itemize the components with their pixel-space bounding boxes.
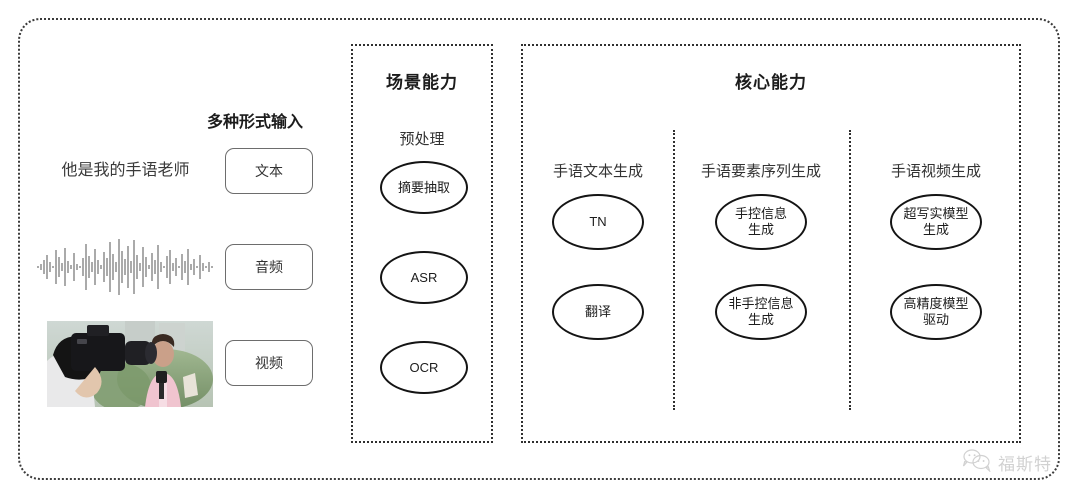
scene-capability-panel: 场景能力 预处理 摘要抽取 ASR OCR bbox=[351, 44, 493, 443]
core-column-sign-element-sequence-generation: 手语要素序列生成 手控信息 生成 非手控信息 生成 bbox=[673, 46, 849, 441]
watermark-label: 福斯特 bbox=[998, 455, 1052, 474]
input-type-button-audio[interactable]: 音频 bbox=[225, 244, 313, 290]
wechat-bubbles-svg bbox=[962, 449, 991, 474]
core-column-divider-1 bbox=[673, 130, 675, 410]
video-thumbnail-icon bbox=[47, 321, 213, 407]
input-type-label: 视频 bbox=[255, 355, 283, 371]
watermark: 福斯特 bbox=[961, 448, 1052, 477]
sample-text-value: 他是我的手语老师 bbox=[61, 162, 190, 179]
scene-node-summary-extraction[interactable]: 摘要抽取 bbox=[380, 161, 468, 214]
wechat-chat-bubbles-icon bbox=[961, 448, 991, 477]
core-node-manual-signal-generation[interactable]: 手控信息 生成 bbox=[715, 194, 807, 250]
scene-node-ocr[interactable]: OCR bbox=[380, 341, 468, 394]
core-node-photorealistic-model-generation[interactable]: 超写实模型 生成 bbox=[890, 194, 982, 250]
core-column-sign-text-generation: 手语文本生成 TN 翻译 bbox=[523, 46, 673, 441]
video-thumbnail-svg bbox=[47, 321, 213, 407]
waveform-svg bbox=[37, 239, 213, 295]
input-section: 多种形式输入 他是我的手语老师 bbox=[30, 40, 330, 440]
input-type-label: 文本 bbox=[255, 163, 283, 179]
core-column-sign-video-generation: 手语视频生成 超写实模型 生成 高精度模型 驱动 bbox=[849, 46, 1023, 441]
core-column-divider-2 bbox=[849, 130, 851, 410]
input-type-label: 音频 bbox=[255, 259, 283, 275]
core-panel-title: 核心能力 bbox=[735, 73, 807, 92]
core-capability-panel: 核心能力 手语文本生成 TN 翻译 手语要素序列生成 手控信息 生成 非手控信息… bbox=[521, 44, 1021, 443]
input-type-button-text[interactable]: 文本 bbox=[225, 148, 313, 194]
input-type-button-video[interactable]: 视频 bbox=[225, 340, 313, 386]
core-node-tn[interactable]: TN bbox=[552, 194, 644, 250]
core-node-translation[interactable]: 翻译 bbox=[552, 284, 644, 340]
audio-waveform-icon bbox=[35, 236, 217, 298]
core-column-header: 手语视频生成 bbox=[890, 163, 981, 180]
core-node-non-manual-signal-generation[interactable]: 非手控信息 生成 bbox=[715, 284, 807, 340]
scene-panel-title: 场景能力 bbox=[386, 73, 458, 92]
core-column-header: 手语文本生成 bbox=[552, 163, 643, 180]
core-node-high-precision-model-driving[interactable]: 高精度模型 驱动 bbox=[890, 284, 982, 340]
scene-group-label-preprocess: 预处理 bbox=[399, 131, 445, 148]
scene-node-asr[interactable]: ASR bbox=[380, 251, 468, 304]
core-column-header: 手语要素序列生成 bbox=[700, 163, 821, 180]
multi-input-header-label: 多种形式输入 bbox=[206, 114, 303, 131]
